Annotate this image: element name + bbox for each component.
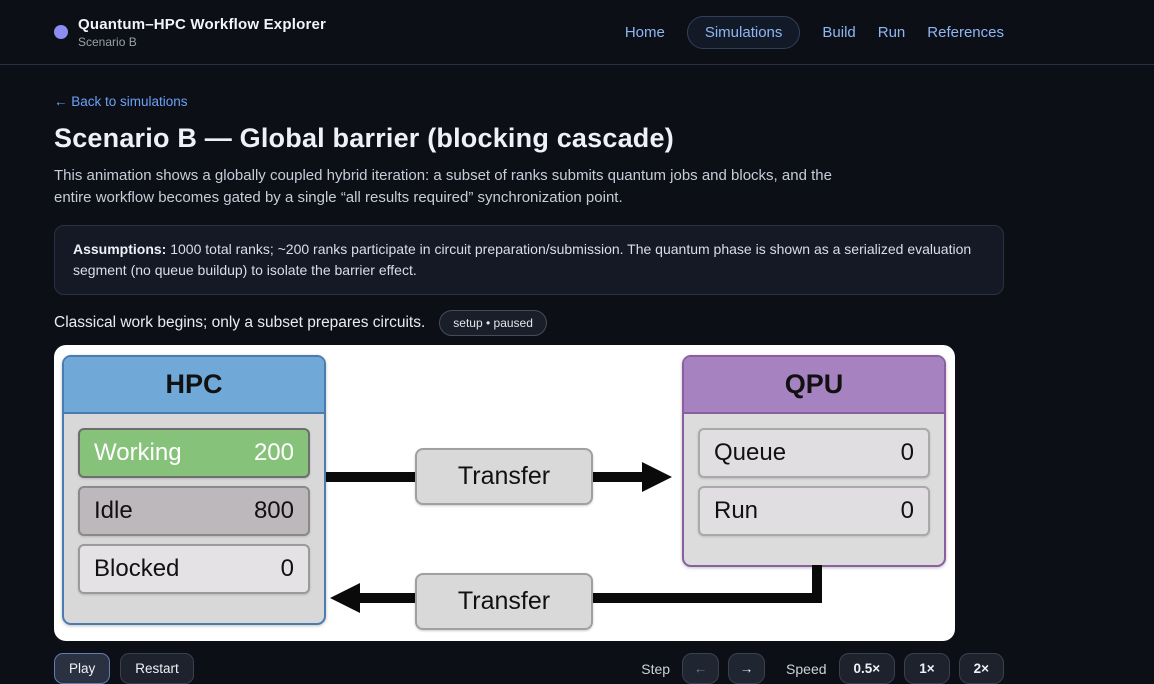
back-to-simulations-link[interactable]: ← Back to simulations (54, 94, 188, 109)
speed-05x-button[interactable]: 0.5× (838, 653, 896, 684)
speed-1x-button[interactable]: 1× (904, 653, 950, 684)
step-label: Step (641, 660, 671, 677)
transfer-box-bottom: Transfer (415, 573, 593, 630)
nav-item-home[interactable]: Home (624, 23, 665, 41)
arrow-right-head-icon (642, 462, 672, 492)
assumptions-text: 1000 total ranks; ~200 ranks participate… (73, 241, 972, 278)
qpu-queue-label: Queue (714, 439, 787, 466)
hpc-idle-row: Idle 800 (78, 486, 310, 536)
hpc-idle-label: Idle (94, 497, 133, 524)
assumptions-box: Assumptions: 1000 total ranks; ~200 rank… (54, 225, 1004, 295)
qpu-run-label: Run (714, 497, 759, 524)
page-description: This animation shows a globally coupled … (54, 167, 832, 206)
app-title: Quantum–HPC Workflow Explorer (78, 15, 327, 33)
nav-item-references[interactable]: References (927, 23, 1004, 41)
hpc-node-title: HPC (64, 357, 324, 414)
nav-item-build[interactable]: Build (822, 23, 856, 41)
qpu-node-title: QPU (684, 357, 944, 414)
hpc-blocked-row: Blocked 0 (78, 544, 310, 594)
status-badge: setup • paused (439, 310, 547, 336)
restart-button[interactable]: Restart (120, 653, 194, 684)
speed-2x-button[interactable]: 2× (958, 653, 1004, 684)
qpu-queue-row: Queue 0 (698, 428, 930, 478)
qpu-run-value: 0 (900, 497, 914, 524)
nav-item-run[interactable]: Run (877, 23, 906, 41)
brand-dot-icon (54, 25, 68, 39)
qpu-run-row: Run 0 (698, 486, 930, 536)
app-subtitle: Scenario B (78, 34, 137, 49)
arrow-left-head-icon (330, 583, 360, 613)
hpc-working-label: Working (94, 439, 182, 466)
status-caption: Classical work begins; only a subset pre… (54, 314, 426, 331)
hpc-idle-value: 800 (253, 497, 294, 524)
main-content: ← Back to simulations Scenario B — Globa… (0, 65, 1004, 684)
transfer-box-top: Transfer (415, 448, 593, 505)
hpc-working-value: 200 (253, 439, 294, 466)
hpc-blocked-label: Blocked (94, 555, 180, 582)
speed-label: Speed (786, 660, 827, 677)
qpu-queue-value: 0 (900, 439, 914, 466)
playback-controls: Play Restart Step ← → Speed 0.5× 1× 2× (54, 653, 1004, 684)
app-header: Quantum–HPC Workflow Explorer Scenario B… (0, 0, 1154, 65)
hpc-node: HPC Working 200 Idle 800 Blocked 0 (62, 355, 326, 625)
hpc-blocked-value: 0 (280, 555, 294, 582)
nav-item-simulations[interactable]: Simulations (686, 15, 801, 49)
hpc-working-row: Working 200 (78, 428, 310, 478)
simulation-canvas: HPC Working 200 Idle 800 Blocked 0 QPU (54, 345, 955, 641)
arrow-qpu-down-shaft (812, 565, 822, 603)
page-title: Scenario B — Global barrier (blocking ca… (54, 123, 674, 153)
play-button[interactable]: Play (54, 653, 111, 684)
step-back-button[interactable]: ← (682, 653, 720, 684)
brand: Quantum–HPC Workflow Explorer Scenario B (54, 16, 326, 49)
qpu-node: QPU Queue 0 Run 0 (682, 355, 946, 567)
status-row: Classical work begins; only a subset pre… (54, 310, 1004, 336)
step-forward-button[interactable]: → (728, 653, 766, 684)
assumptions-label: Assumptions: (73, 241, 167, 257)
top-nav: Home Simulations Build Run References (624, 15, 1004, 49)
